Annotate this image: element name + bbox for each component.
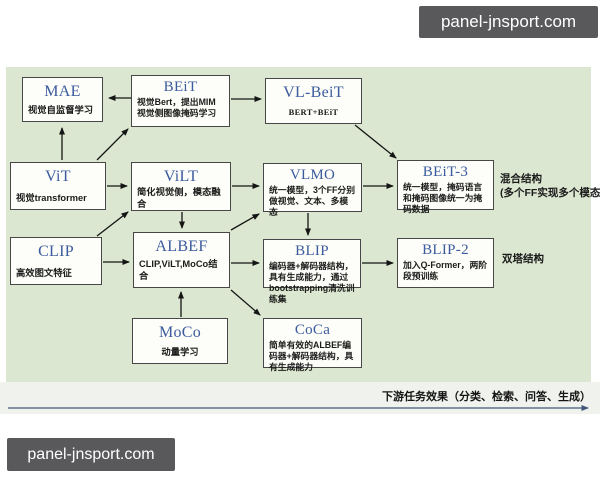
node-desc: 高效图文特征 (16, 267, 72, 278)
node-blip-2: BLIP-2 加入Q-Former，两阶段预训练 (397, 238, 494, 288)
node-title: ALBEF (155, 238, 208, 255)
node-vilt: ViLT 简化视觉侧，模态融合 (131, 162, 231, 211)
node-title: BEiT (163, 79, 198, 95)
node-desc: 统一模型，掩码语言和掩码图像统一为掩码数据 (403, 182, 483, 215)
node-title: BLIP-2 (422, 242, 469, 258)
node-desc: 加入Q-Former，两阶段预训练 (403, 260, 488, 282)
node-desc: 视觉Bert，提出MIM视觉侧图像掩码学习 (137, 97, 217, 119)
annotation-line: 双塔结构 (502, 253, 544, 265)
node-blip: BLIP 编码器+解码器结构，具有生成能力，通过bootstrapping清洗训… (263, 239, 361, 304)
node-desc: BERT+BEiT (288, 106, 339, 117)
node-title: ViT (45, 168, 71, 185)
timeline-label: 下游任务效果（分类、检索、问答、生成） (382, 391, 591, 403)
annotation-line: 混合结构 (500, 173, 542, 185)
node-title: VL-BeiT (283, 84, 344, 101)
node-title: CoCa (294, 322, 331, 338)
node-vlmo: VLMO 统一模型，3个FF分别做视觉、文本、多模态 (263, 163, 362, 217)
node-title: ViLT (163, 168, 199, 185)
node-desc: 简化视觉侧，模态融合 (137, 187, 221, 210)
node-title: CLIP (38, 243, 74, 260)
annotation-dual-tower: 双塔结构 (502, 252, 544, 266)
node-title: BLIP (295, 243, 329, 259)
node-desc: 统一模型，3个FF分别做视觉、文本、多模态 (269, 185, 356, 218)
node-beit: BEiT 视觉Bert，提出MIM视觉侧图像掩码学习 (131, 75, 230, 127)
node-desc: 视觉自监督学习 (28, 104, 94, 115)
annotation-hybrid-structure: 混合结构 (多个FF实现多个模态) (500, 172, 600, 200)
watermark-text: panel-jnsport.com (27, 445, 155, 463)
node-title: BEiT-3 (422, 164, 469, 180)
annotation-line: (多个FF实现多个模态) (500, 187, 600, 200)
node-desc: 动量学习 (161, 346, 199, 357)
node-desc: 编码器+解码器结构，具有生成能力，通过bootstrapping清洗训练集 (269, 261, 355, 305)
node-moco: MoCo 动量学习 (132, 318, 228, 364)
node-desc: 简单有效的ALBEF编码器+解码器结构，具有生成能力 (269, 340, 354, 373)
node-vit: ViT 视觉transformer (10, 162, 106, 210)
node-coca: CoCa 简单有效的ALBEF编码器+解码器结构，具有生成能力 (263, 318, 362, 372)
node-title: MoCo (158, 324, 202, 341)
node-albef: ALBEF CLIP,ViLT,MoCo结合 (133, 232, 230, 288)
node-desc: CLIP,ViLT,MoCo结合 (139, 258, 218, 281)
node-clip: CLIP 高效图文特征 (10, 237, 102, 285)
node-title: VLMO (289, 167, 336, 183)
watermark-text: panel-jnsport.com (440, 12, 577, 31)
node-beit-3: BEiT-3 统一模型，掩码语言和掩码图像统一为掩码数据 (397, 160, 494, 214)
watermark-bottom-left: panel-jnsport.com (7, 438, 175, 471)
node-mae: MAE 视觉自监督学习 (22, 77, 103, 122)
node-desc: 视觉transformer (16, 192, 87, 203)
node-title: MAE (44, 83, 81, 100)
timeline-strip (0, 382, 600, 414)
watermark-top-right: panel-jnsport.com (419, 6, 598, 38)
node-vl-beit: VL-BeiT BERT+BEiT (265, 78, 362, 124)
